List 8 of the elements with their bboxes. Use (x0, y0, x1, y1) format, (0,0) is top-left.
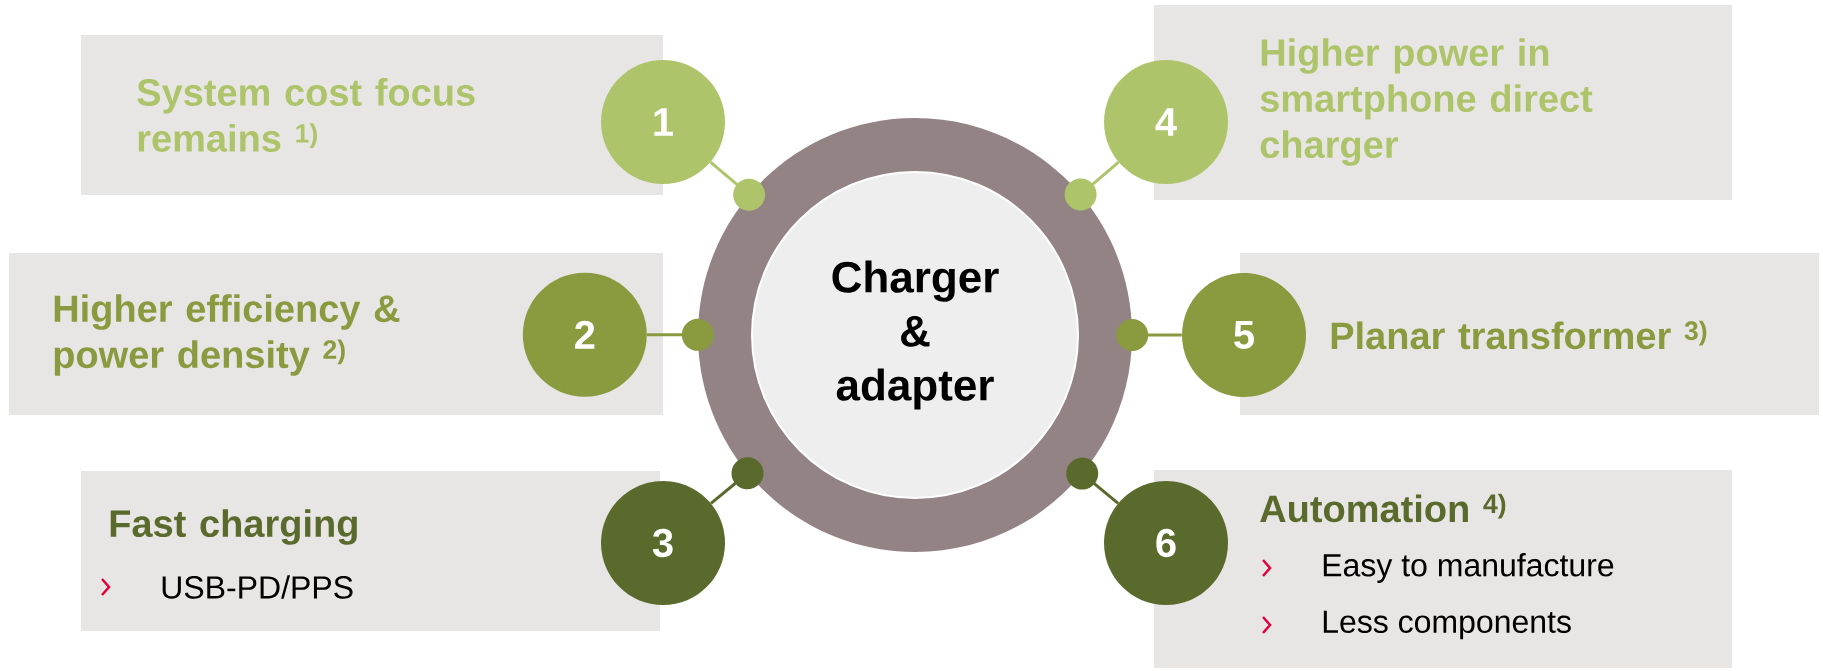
connector (1116, 319, 1182, 351)
connector (647, 318, 714, 351)
connector (1066, 457, 1120, 505)
connector (710, 457, 764, 505)
connector (709, 161, 766, 211)
connector (1064, 161, 1120, 211)
center-label: Charger & adapter (832, 260, 999, 410)
ring (698, 118, 1132, 552)
